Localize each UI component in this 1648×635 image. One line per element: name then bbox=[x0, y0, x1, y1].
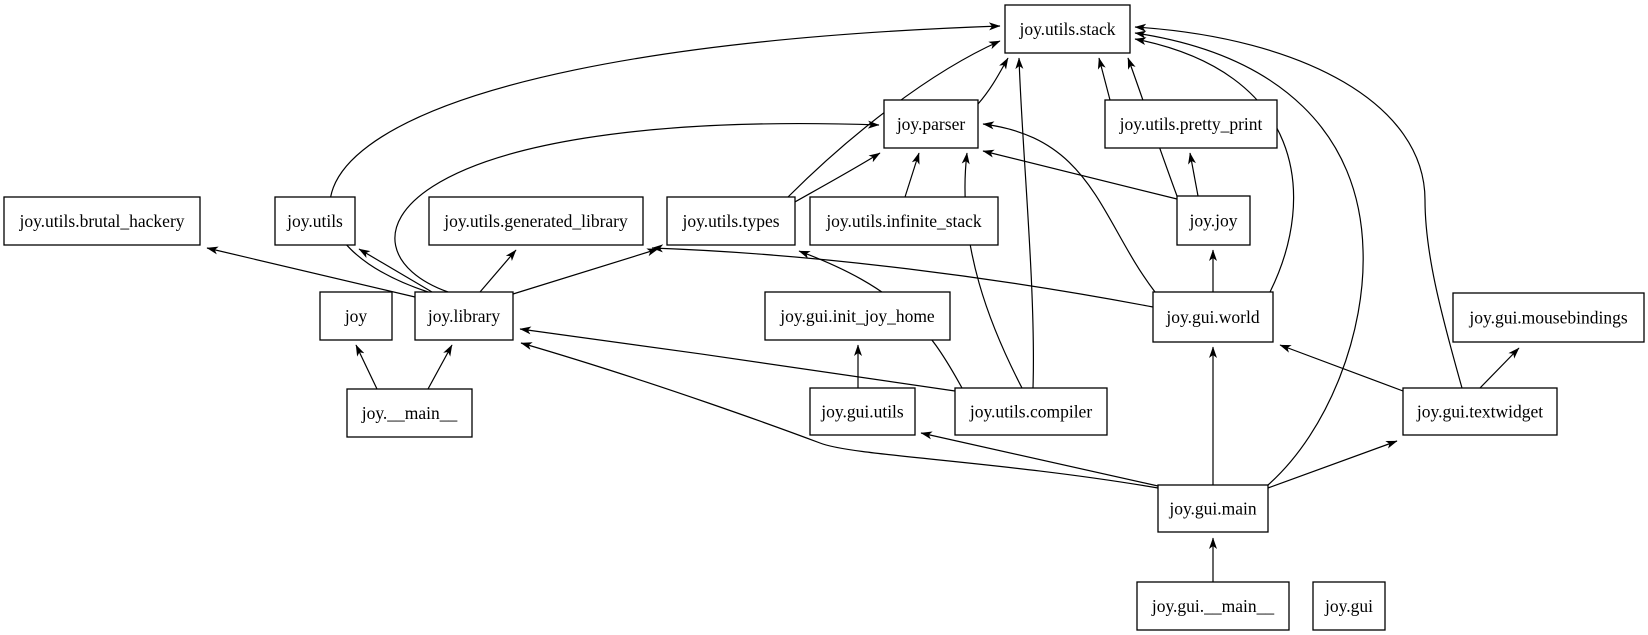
edge-compiler-to-parser bbox=[961, 152, 1023, 389]
node-label-main_mod: joy.__main__ bbox=[361, 403, 458, 423]
node-pretty_print: joy.utils.pretty_print bbox=[1104, 99, 1278, 149]
node-box-parser bbox=[883, 99, 979, 149]
node-box-gui bbox=[1312, 581, 1386, 631]
edge-gui_main-to-stack bbox=[1134, 30, 1364, 486]
edge-compiler-to-stack bbox=[1015, 57, 1035, 389]
node-label-mousebindings: joy.gui.mousebindings bbox=[1468, 308, 1628, 328]
node-types: joy.utils.types bbox=[666, 196, 796, 246]
node-textwidget: joy.gui.textwidget bbox=[1402, 387, 1558, 436]
edge-joyjoy-to-pretty_print bbox=[1188, 152, 1199, 197]
node-mousebindings: joy.gui.mousebindings bbox=[1452, 292, 1645, 343]
node-box-world bbox=[1152, 291, 1274, 343]
node-label-pretty_print: joy.utils.pretty_print bbox=[1119, 114, 1263, 134]
node-box-compiler bbox=[954, 387, 1108, 436]
node-box-pretty_print bbox=[1104, 99, 1278, 149]
node-label-stack: joy.utils.stack bbox=[1018, 19, 1115, 39]
edge-world-to-stack bbox=[1134, 37, 1295, 293]
node-gui: joy.gui bbox=[1312, 581, 1386, 631]
node-infinite_stack: joy.utils.infinite_stack bbox=[809, 196, 999, 246]
edge-textwidget-to-mousebindings bbox=[1479, 347, 1520, 389]
edge-library-to-types bbox=[512, 248, 659, 295]
node-label-parser: joy.parser bbox=[896, 114, 966, 134]
node-main_mod: joy.__main__ bbox=[346, 388, 473, 438]
edge-joyjoy-to-parser bbox=[982, 149, 1178, 200]
node-label-library: joy.library bbox=[427, 306, 500, 326]
node-label-compiler: joy.utils.compiler bbox=[969, 402, 1092, 422]
node-box-textwidget bbox=[1402, 387, 1558, 436]
edge-library-to-parser bbox=[394, 120, 880, 293]
edge-parser-to-stack bbox=[977, 57, 1009, 105]
node-stack: joy.utils.stack bbox=[1004, 4, 1131, 54]
edge-gui_main-to-library bbox=[520, 342, 1159, 489]
node-label-textwidget: joy.gui.textwidget bbox=[1416, 402, 1543, 422]
edge-main_mod-to-library bbox=[427, 344, 453, 390]
edge-library-to-utils bbox=[358, 248, 433, 293]
node-box-stack bbox=[1004, 4, 1131, 54]
node-init_joy_home: joy.gui.init_joy_home bbox=[764, 291, 951, 341]
node-utils: joy.utils bbox=[274, 196, 356, 246]
node-brutal_hackery: joy.utils.brutal_hackery bbox=[3, 196, 201, 246]
node-box-gui_utils bbox=[809, 387, 916, 436]
node-label-gui_utils: joy.gui.utils bbox=[820, 402, 904, 422]
node-box-brutal_hackery bbox=[3, 196, 201, 246]
node-box-main_mod bbox=[346, 388, 473, 438]
node-label-world: joy.gui.world bbox=[1165, 307, 1259, 327]
node-label-init_joy_home: joy.gui.init_joy_home bbox=[779, 306, 935, 326]
node-box-utils bbox=[274, 196, 356, 246]
node-world: joy.gui.world bbox=[1152, 291, 1274, 343]
node-label-joy: joy bbox=[344, 306, 368, 326]
node-box-library bbox=[414, 291, 514, 341]
node-label-infinite_stack: joy.utils.infinite_stack bbox=[825, 211, 982, 231]
node-gui_utils: joy.gui.utils bbox=[809, 387, 916, 436]
edge-infinite_stack-to-parser bbox=[904, 152, 920, 198]
edge-textwidget-to-stack bbox=[1134, 23, 1463, 389]
edge-library-to-stack bbox=[329, 22, 1001, 293]
node-label-gui: joy.gui bbox=[1324, 596, 1373, 616]
node-label-types: joy.utils.types bbox=[681, 211, 779, 231]
edge-library-to-brutal_hackery bbox=[206, 246, 416, 298]
node-box-types bbox=[666, 196, 796, 246]
node-joy: joy bbox=[319, 291, 393, 341]
node-gui_main_mod: joy.gui.__main__ bbox=[1136, 581, 1290, 631]
node-box-gui_main_mod bbox=[1136, 581, 1290, 631]
node-box-infinite_stack bbox=[809, 196, 999, 246]
node-generated_library: joy.utils.generated_library bbox=[428, 196, 644, 246]
node-label-gui_main_mod: joy.gui.__main__ bbox=[1151, 596, 1275, 616]
edge-gui_main-to-textwidget bbox=[1267, 440, 1398, 489]
edges-layer bbox=[206, 22, 1520, 582]
edge-pretty_print-to-stack bbox=[1097, 57, 1111, 101]
edge-world-to-generated_library bbox=[651, 244, 1154, 308]
edge-textwidget-to-world bbox=[1279, 344, 1404, 392]
node-library: joy.library bbox=[414, 291, 514, 341]
node-box-generated_library bbox=[428, 196, 644, 246]
node-compiler: joy.utils.compiler bbox=[954, 387, 1108, 436]
node-box-joy bbox=[319, 291, 393, 341]
edge-library-to-generated_library bbox=[479, 249, 517, 293]
node-box-joyjoy bbox=[1176, 195, 1251, 246]
node-box-mousebindings bbox=[1452, 292, 1645, 343]
node-parser: joy.parser bbox=[883, 99, 979, 149]
node-box-gui_main bbox=[1157, 484, 1269, 533]
node-label-gui_main: joy.gui.main bbox=[1168, 499, 1257, 519]
edge-main_mod-to-joy bbox=[355, 344, 378, 390]
node-gui_main: joy.gui.main bbox=[1157, 484, 1269, 533]
edge-compiler-to-library bbox=[519, 326, 956, 392]
nodes-layer: joy.utils.stack joy.parser joy.utils.prett… bbox=[3, 4, 1645, 631]
node-box-init_joy_home bbox=[764, 291, 951, 341]
edge-world-to-parser bbox=[982, 121, 1156, 293]
node-label-brutal_hackery: joy.utils.brutal_hackery bbox=[18, 211, 184, 231]
edge-types-to-parser bbox=[792, 152, 881, 204]
edge-gui_main-to-gui_utils bbox=[920, 431, 1159, 487]
node-label-generated_library: joy.utils.generated_library bbox=[443, 211, 628, 231]
node-joyjoy: joy.joy bbox=[1176, 195, 1251, 246]
node-label-utils: joy.utils bbox=[286, 211, 343, 231]
node-label-joyjoy: joy.joy bbox=[1189, 211, 1238, 231]
